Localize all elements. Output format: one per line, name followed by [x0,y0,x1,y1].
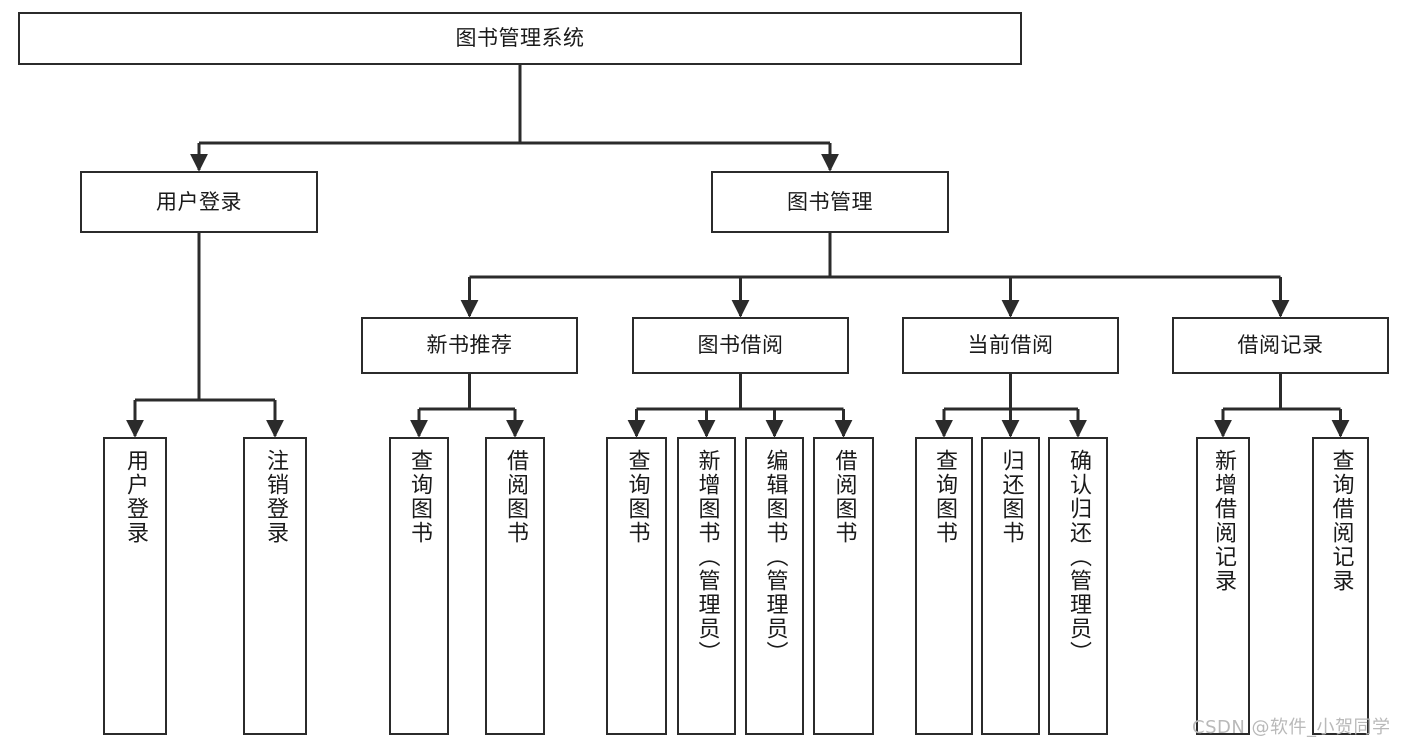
leaf-node: 新增图书（管理员） [677,437,736,735]
branch-node: 用户登录 [80,171,318,233]
node-label: 查询图书 [931,449,957,545]
root-node: 图书管理系统 [18,12,1022,65]
branch-node: 图书管理 [711,171,949,233]
leaf-node: 注销登录 [243,437,307,735]
leaf-node: 借阅图书 [485,437,545,735]
leaf-node: 归还图书 [981,437,1040,735]
node-label: 编辑图书（管理员） [762,449,788,665]
branch-node: 当前借阅 [902,317,1119,374]
branch-node: 图书借阅 [632,317,849,374]
node-label: 新增图书（管理员） [694,449,720,665]
node-label: 归还图书 [998,449,1024,545]
leaf-node: 用户登录 [103,437,167,735]
node-label: 图书管理 [787,189,873,214]
node-label: 用户登录 [122,449,148,545]
node-label: 新增借阅记录 [1210,449,1236,593]
node-label: 图书借阅 [697,333,784,358]
csdn-watermark: CSDN @软件_小贺同学 [1192,717,1391,738]
leaf-node: 新增借阅记录 [1196,437,1250,735]
node-label: 当前借阅 [967,333,1054,358]
node-label: 借阅记录 [1237,333,1324,358]
leaf-node: 查询图书 [915,437,973,735]
branch-node: 借阅记录 [1172,317,1389,374]
leaf-node: 查询图书 [389,437,449,735]
node-label: 图书管理系统 [455,26,585,51]
node-label: 查询图书 [406,449,432,545]
node-label: 确认归还（管理员） [1065,449,1091,665]
leaf-node: 编辑图书（管理员） [745,437,804,735]
leaf-node: 确认归还（管理员） [1048,437,1108,735]
leaf-node: 查询借阅记录 [1312,437,1369,735]
node-label: 用户登录 [156,189,242,214]
branch-node: 新书推荐 [361,317,578,374]
node-label: 借阅图书 [502,449,528,545]
leaf-node: 借阅图书 [813,437,874,735]
node-label: 查询借阅记录 [1328,449,1354,593]
node-label: 查询图书 [624,449,650,545]
leaf-node: 查询图书 [606,437,667,735]
node-label: 注销登录 [262,449,288,545]
node-label: 新书推荐 [426,333,513,358]
node-label: 借阅图书 [831,449,857,545]
